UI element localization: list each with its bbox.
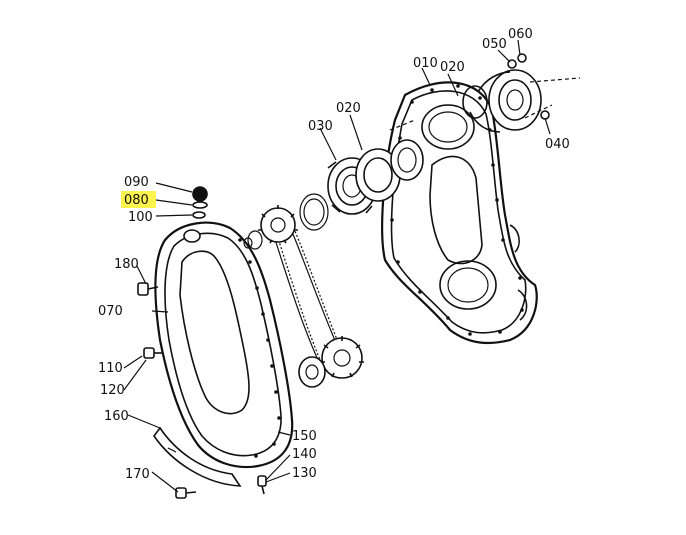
part-label-100: 100 — [128, 210, 153, 225]
part-080-highlight — [121, 191, 156, 208]
part-label-020-right: 020 — [440, 60, 465, 75]
top-right-bearing-assembly — [462, 53, 581, 133]
chain-case-cover — [154, 221, 294, 469]
part-label-030: 030 — [308, 119, 333, 134]
part-labels: 090 080 100 180 070 110 120 160 170 150 … — [98, 27, 570, 482]
part-label-160: 160 — [104, 409, 129, 424]
part-label-180: 180 — [114, 257, 139, 272]
upper-sprocket — [243, 205, 298, 250]
part-label-140: 140 — [292, 447, 317, 462]
part-label-130: 130 — [292, 466, 317, 481]
leader-lines — [123, 39, 551, 493]
part-label-120: 120 — [100, 383, 125, 398]
part-label-080[interactable]: 080 — [124, 193, 149, 208]
sprocket-hub-assembly — [299, 119, 424, 231]
part-label-050: 050 — [482, 37, 507, 52]
part-label-040: 040 — [545, 137, 570, 152]
part-label-090: 090 — [124, 175, 149, 190]
bottom-guard — [153, 426, 242, 487]
fasteners — [137, 186, 267, 499]
part-label-020-middle: 020 — [336, 101, 361, 116]
part-label-060: 060 — [508, 27, 533, 42]
part-label-170: 170 — [125, 467, 150, 482]
part-label-010: 010 — [413, 56, 438, 71]
cover-bolt-holes — [238, 238, 281, 458]
part-label-150: 150 — [292, 429, 317, 444]
lower-sprocket — [298, 336, 364, 388]
part-label-110: 110 — [98, 361, 123, 376]
part-label-070: 070 — [98, 304, 123, 319]
